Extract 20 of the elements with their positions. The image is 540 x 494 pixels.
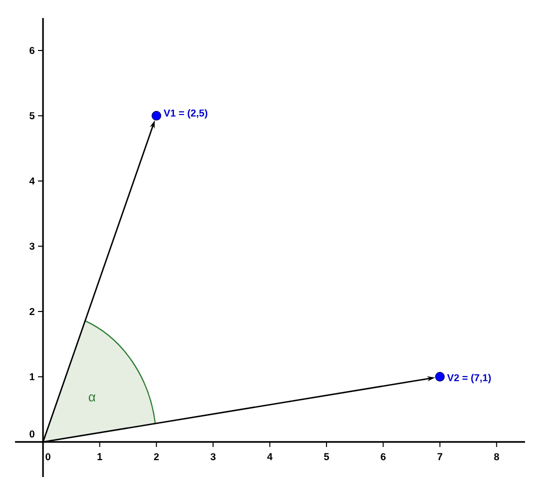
- point-marker: [152, 110, 162, 121]
- tick-label: 3: [210, 453, 216, 460]
- tick-label: 2: [154, 453, 159, 460]
- point-label: V1 = (2,5): [164, 109, 208, 119]
- tick-label: 2: [30, 308, 34, 315]
- tick-label: 0: [46, 453, 50, 460]
- tick-label: 0: [30, 430, 34, 438]
- tick-label: 3: [29, 242, 34, 250]
- tick-label: 5: [324, 453, 329, 460]
- point-marker: [435, 372, 445, 382]
- tick-label: 8: [494, 453, 500, 460]
- tick-label: 5: [30, 112, 35, 120]
- tick-label: 6: [30, 46, 34, 54]
- tick-label: 4: [29, 178, 35, 184]
- point-label: V2 = (7,1): [447, 374, 491, 384]
- tick-label: 7: [438, 453, 442, 460]
- tick-label: 6: [380, 453, 386, 460]
- angle-sector: α: [43, 320, 156, 442]
- tick-label: 4: [267, 453, 273, 460]
- tick-label: 1: [98, 453, 102, 460]
